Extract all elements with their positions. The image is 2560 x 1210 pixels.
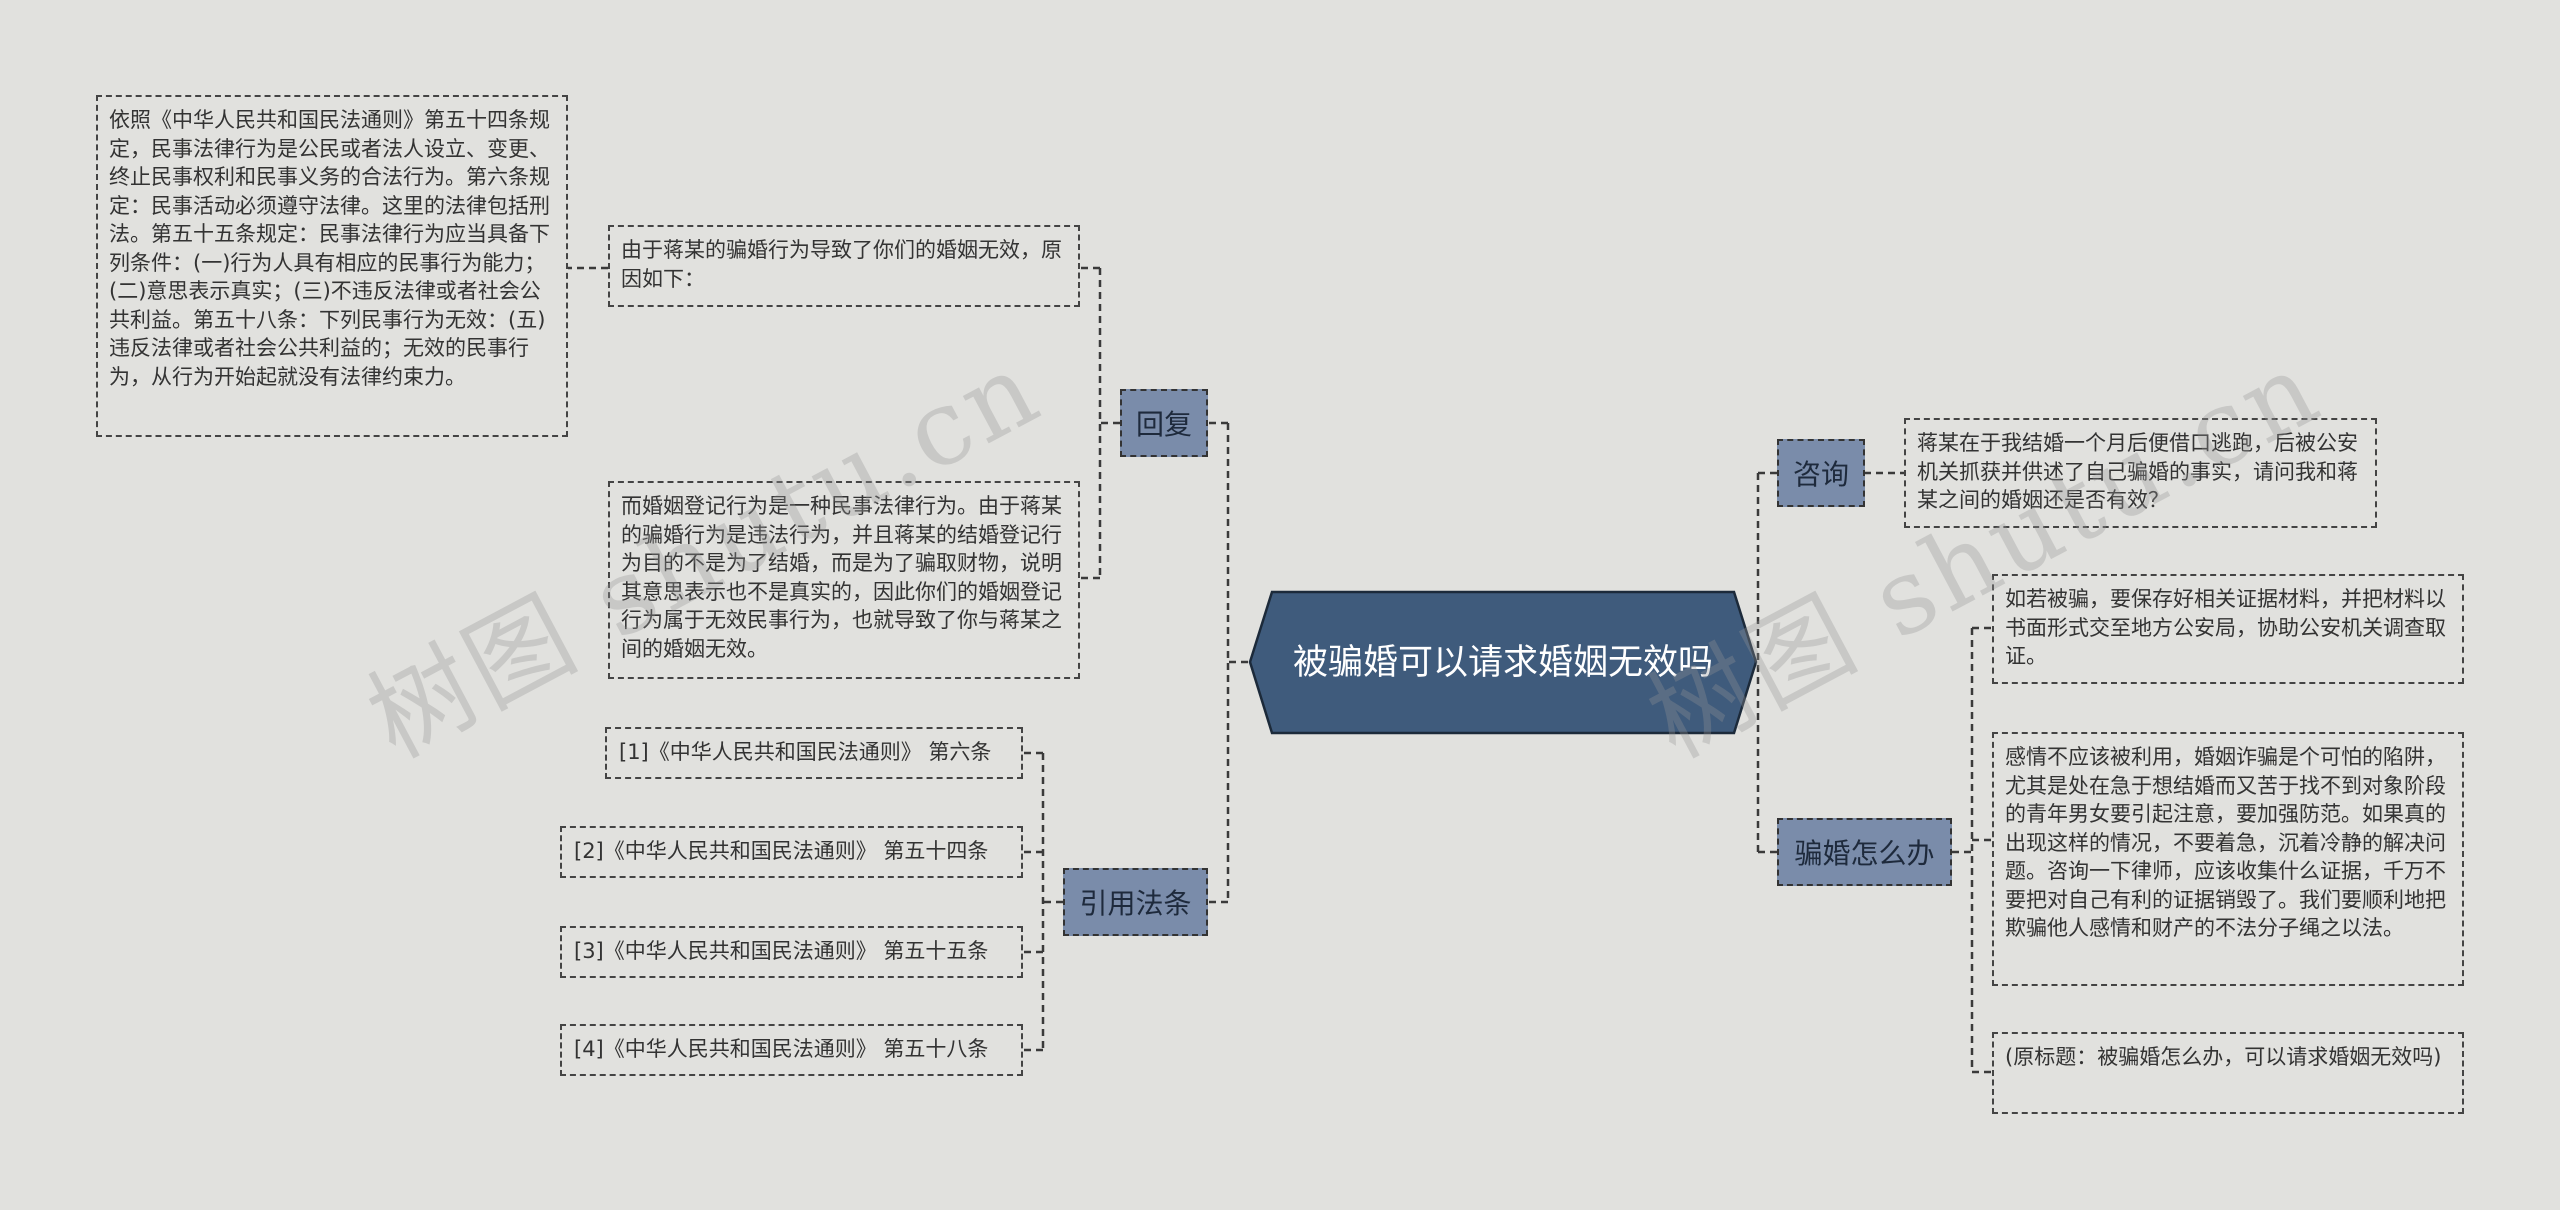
citation-item-4: [4]《中华人民共和国民法通则》 第五十八条: [560, 1024, 1023, 1076]
connector-huifu: [1080, 266, 1120, 580]
zixun-note: 蒋某在于我结婚一个月后便借口逃跑，后被公安机关抓获并供述了自己骗婚的事实，请问我…: [1904, 418, 2377, 528]
pianhun-note-1: 如若被骗，要保存好相关证据材料，并把材料以书面形式交至地方公安局，协助公安机关调…: [1992, 574, 2464, 684]
root-node[interactable]: 被骗婚可以请求婚姻无效吗: [1248, 590, 1758, 735]
huifu-note-2: 而婚姻登记行为是一种民事法律行为。由于蒋某的骗婚行为是违法行为，并且蒋某的结婚登…: [608, 481, 1080, 679]
branch-zixun[interactable]: 咨询: [1777, 439, 1865, 507]
connector-root-right: [1756, 471, 1777, 854]
connector-root-left: [1208, 421, 1248, 904]
branch-huifu[interactable]: 回复: [1120, 389, 1208, 457]
branch-pianhun[interactable]: 骗婚怎么办: [1777, 818, 1952, 886]
branch-yinyong[interactable]: 引用法条: [1063, 868, 1208, 936]
root-shape: [1248, 590, 1758, 735]
pianhun-note-3: (原标题：被骗婚怎么办，可以请求婚姻无效吗): [1992, 1032, 2464, 1114]
huifu-note-1: 由于蒋某的骗婚行为导致了你们的婚姻无效，原因如下：: [608, 225, 1080, 307]
huifu-law-note: 依照《中华人民共和国民法通则》第五十四条规定，民事法律行为是公民或者法人设立、变…: [96, 95, 568, 437]
citation-item-3: [3]《中华人民共和国民法通则》 第五十五条: [560, 926, 1023, 978]
connector-pianhun: [1952, 626, 1992, 1074]
citation-item-2: [2]《中华人民共和国民法通则》 第五十四条: [560, 826, 1023, 878]
root-title: 被骗婚可以请求婚姻无效吗: [1292, 642, 1713, 683]
pianhun-note-2: 感情不应该被利用，婚姻诈骗是个可怕的陷阱，尤其是处在急于想结婚而又苦于找不到对象…: [1992, 732, 2464, 986]
connector-yinyong: [1023, 751, 1063, 1052]
citation-item-1: [1]《中华人民共和国民法通则》 第六条: [605, 727, 1023, 779]
